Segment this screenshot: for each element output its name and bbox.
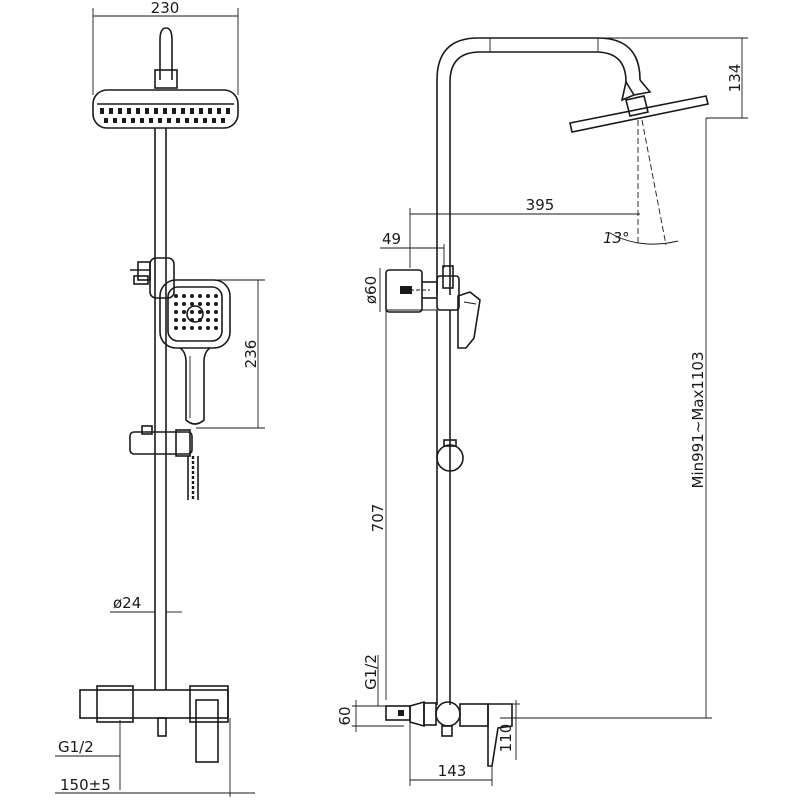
ball-joint — [625, 95, 649, 117]
tilt-angle-dimension: 13° — [603, 119, 679, 247]
column-length-dimension: 707 — [369, 309, 437, 700]
holder-knob — [436, 444, 464, 472]
wall-bracket — [385, 265, 460, 313]
height-range-label: Min991~Max1103 — [689, 352, 707, 489]
height-range-dimension: Min991~Max1103 — [500, 118, 712, 719]
slider-bracket — [130, 257, 175, 299]
handset-height-label: 236 — [242, 340, 260, 369]
arm-connector — [154, 69, 178, 89]
centres-dimension: 150±5 — [55, 718, 255, 797]
side-inlet-label: G1/2 — [362, 654, 380, 690]
bracket-diameter-label: ø60 — [362, 276, 380, 304]
arm-reach-label: 395 — [526, 196, 555, 214]
head-width-dimension: 230 — [92, 0, 239, 95]
hand-shower-nozzles — [174, 294, 218, 330]
mixer-lever-handle — [195, 699, 219, 763]
outlet-spout — [157, 717, 167, 737]
hose-edges — [187, 456, 199, 500]
arm-rise-dimension: 134 — [600, 37, 748, 119]
bracket-diameter-dimension: ø60 — [362, 268, 381, 312]
arm-neck — [620, 79, 652, 102]
side-hand-shower — [457, 291, 481, 349]
front-inlet-label: G1/2 — [58, 738, 94, 756]
side-view: 13° 134 395 49 — [336, 37, 748, 786]
wall-offset-dimension: 143 — [409, 722, 493, 786]
centres-label: 150±5 — [60, 776, 111, 794]
pipe-diameter-label: ø24 — [113, 594, 141, 612]
side-inlet-dimension: G1/2 — [362, 654, 404, 707]
wall-offset-label: 143 — [438, 762, 467, 780]
front-view: 230 — [55, 0, 265, 797]
side-head-plate — [569, 95, 709, 133]
mixer-valve-side — [385, 700, 513, 767]
head-width-label: 230 — [151, 0, 180, 17]
arm-outer-edge — [436, 37, 641, 295]
column-length-label: 707 — [369, 504, 387, 533]
shower-arm-top — [159, 27, 173, 80]
front-inlet-dimension: G1/2 — [55, 720, 121, 790]
side-outlet-spout — [441, 725, 453, 737]
valve-depth-label: 110 — [497, 724, 515, 753]
head-nozzles — [100, 108, 230, 123]
handset-holder — [129, 425, 193, 457]
valve-depth-dimension: 110 — [497, 700, 520, 760]
bracket-offset-dimension: 49 — [380, 230, 445, 268]
pipe-diameter-dimension: ø24 — [110, 594, 182, 613]
arm-rise-label: 134 — [726, 64, 744, 93]
arm-reach-dimension: 395 — [409, 196, 640, 268]
bracket-offset-label: 49 — [382, 230, 401, 248]
valve-height-dimension: 60 — [336, 700, 404, 732]
handset-height-dimension: 236 — [196, 279, 265, 429]
valve-height-label: 60 — [336, 706, 354, 725]
rain-shower-head — [92, 89, 239, 129]
tilt-angle-label: 13° — [603, 229, 630, 247]
hand-shower — [159, 279, 231, 425]
arm-inner-edge — [449, 51, 627, 295]
mixer-valve-front — [79, 685, 229, 763]
